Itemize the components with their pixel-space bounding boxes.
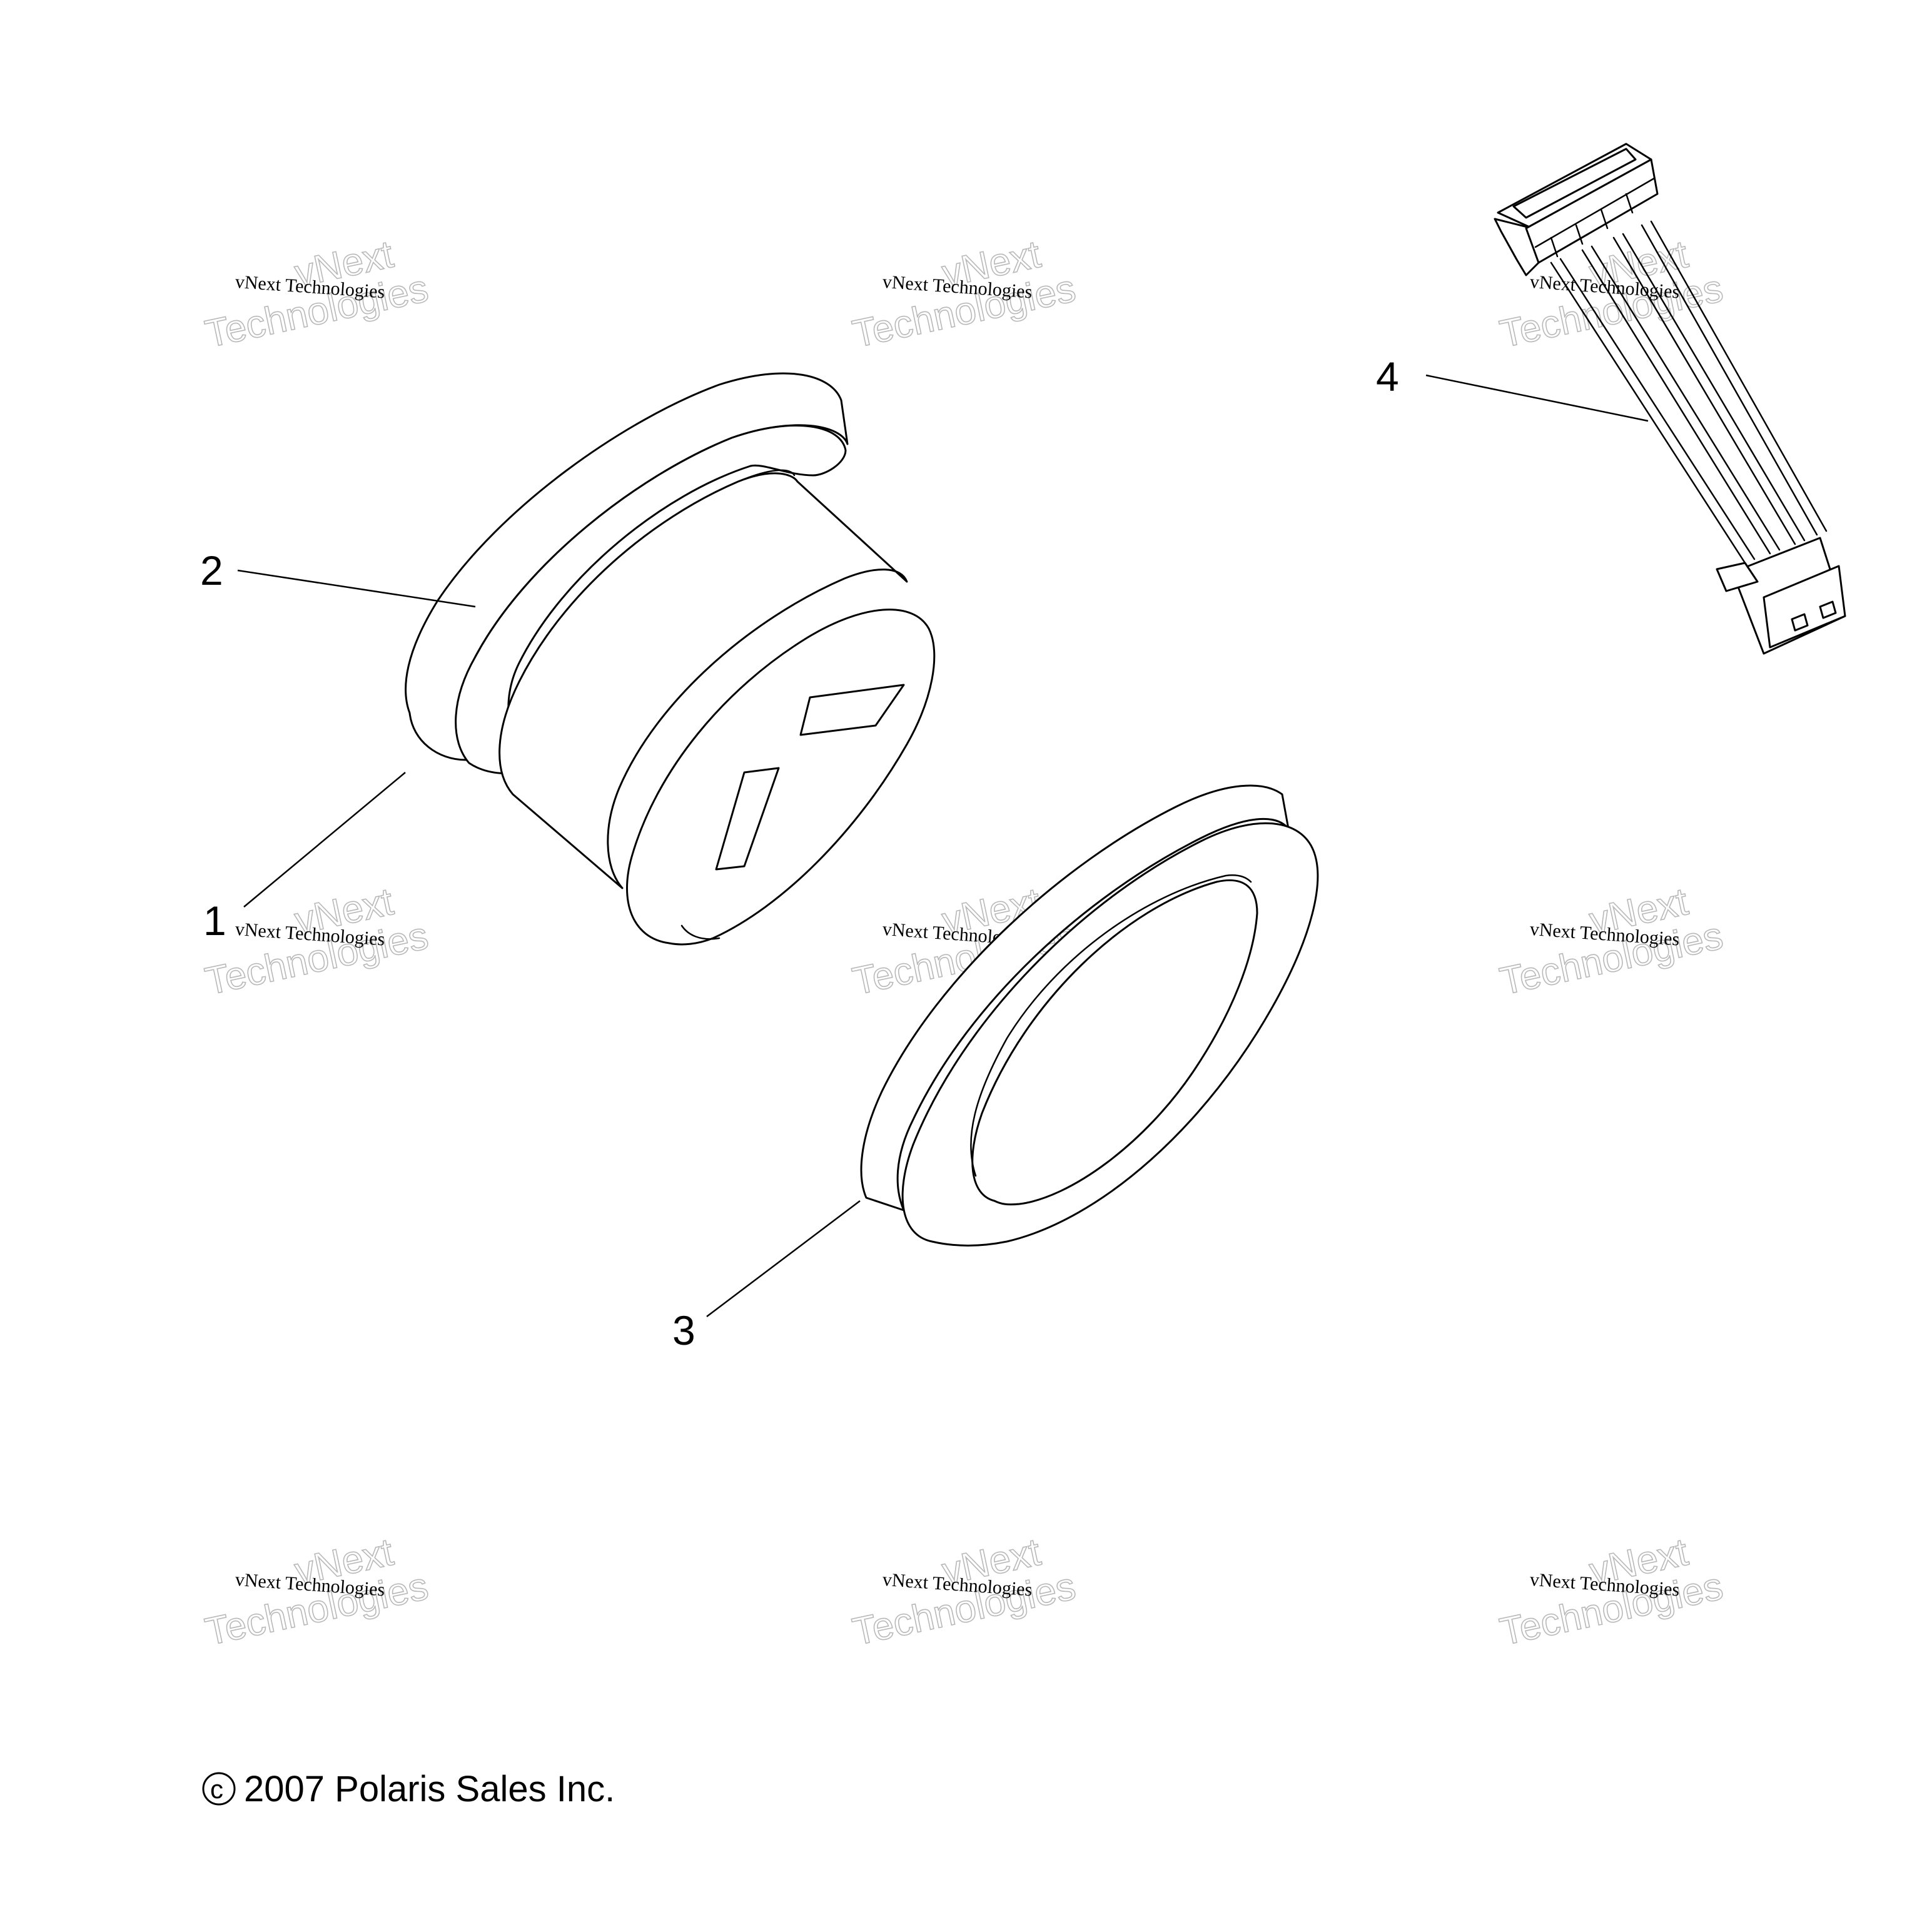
- leader-line-4: [1425, 374, 1649, 422]
- copyright-text: 2007 Polaris Sales Inc.: [244, 1769, 615, 1809]
- leader-line-3: [706, 1200, 861, 1317]
- part-2-gauge-flange: [405, 372, 849, 789]
- leader-line-1: [243, 772, 406, 908]
- copyright-notice: c 2007 Polaris Sales Inc.: [202, 1769, 615, 1809]
- part-3-mounting-ring: [860, 784, 1319, 1247]
- leader-line-2: [237, 569, 476, 608]
- callout-2: 2: [200, 547, 223, 594]
- callout-3: 3: [672, 1307, 695, 1353]
- part-1-gauge-body: [498, 472, 936, 946]
- part-4-wire-harness: [1494, 143, 1846, 655]
- copyright-symbol: c: [210, 1774, 223, 1804]
- leader-lines: [237, 374, 1649, 1317]
- callout-1: 1: [203, 898, 226, 944]
- callout-4: 4: [1376, 353, 1399, 400]
